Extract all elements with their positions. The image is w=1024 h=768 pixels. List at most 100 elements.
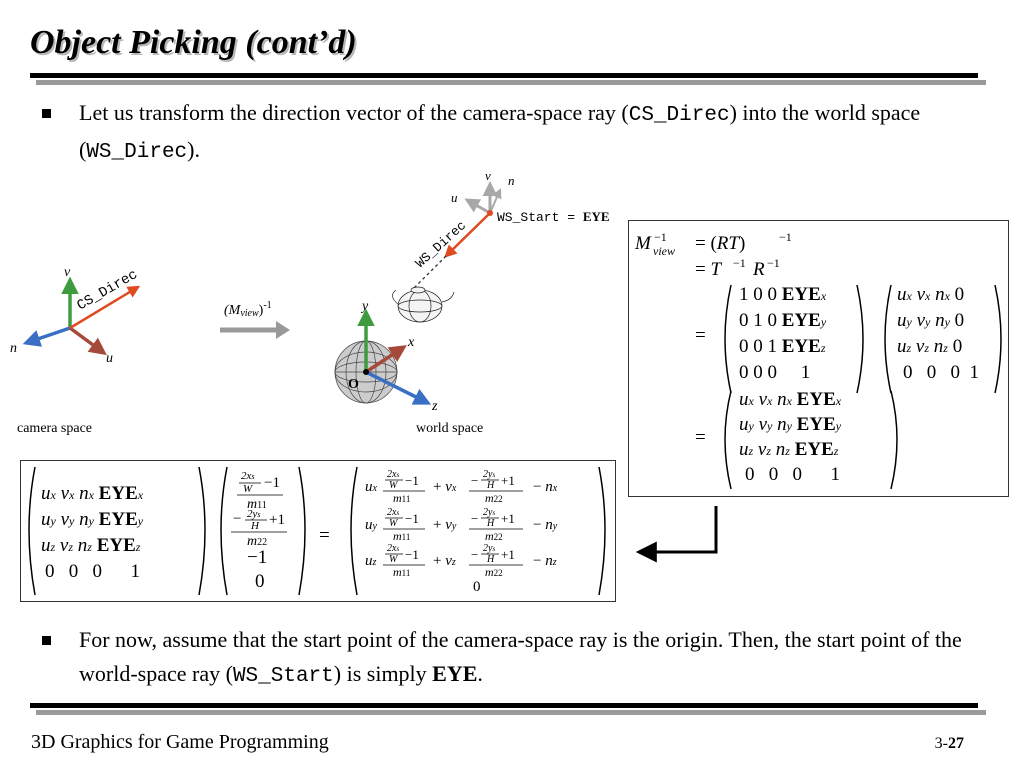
- svg-text:2ys: 2ys: [483, 469, 495, 480]
- transform-label: (Mview)-1: [224, 300, 272, 319]
- svg-text:− ny: − ny: [533, 517, 558, 533]
- svg-text:2xs: 2xs: [387, 507, 399, 518]
- svg-text:1 0 0 EYEx: 1 0 0 EYEx: [739, 284, 827, 305]
- camera-v-label: v: [64, 265, 71, 280]
- svg-text:uz vz nz EYEz: uz vz nz EYEz: [41, 535, 141, 556]
- ws-direc-label: WS_Direc: [413, 218, 469, 271]
- svg-text:+1: +1: [501, 473, 515, 488]
- svg-text:0 0 0 1: 0 0 0 1: [903, 362, 979, 383]
- svg-text:2ys: 2ys: [483, 543, 495, 554]
- svg-text:view: view: [653, 244, 675, 258]
- svg-text:uy: uy: [365, 517, 378, 533]
- svg-text:− nz: − nz: [533, 553, 557, 569]
- direction-transform-equation-box: ux vx nx EYEx uy vy ny EYEy uz vz nz EYE…: [20, 460, 616, 602]
- svg-text:m11: m11: [247, 497, 267, 512]
- svg-text:W: W: [243, 483, 253, 495]
- direction-transform-equation: ux vx nx EYEx uy vy ny EYEy uz vz nz EYE…: [28, 466, 606, 596]
- svg-text:−1: −1: [264, 475, 280, 491]
- svg-text:0 0 0 1: 0 0 0 1: [739, 362, 810, 383]
- svg-text:ux vx nx EYEx: ux vx nx EYEx: [739, 389, 842, 410]
- svg-text:H: H: [486, 480, 495, 491]
- svg-text:−: −: [471, 547, 478, 562]
- svg-text:−1: −1: [405, 547, 419, 562]
- svg-text:2ys: 2ys: [247, 508, 261, 520]
- svg-text:m22: m22: [485, 565, 503, 579]
- cs-direc-code: CS_Direc: [628, 104, 730, 127]
- bullet-text: For now, assume that the start point of …: [79, 627, 962, 688]
- svg-text:m11: m11: [393, 529, 410, 543]
- svg-text:uz: uz: [365, 553, 377, 569]
- svg-text:W: W: [389, 518, 399, 529]
- svg-text:−1: −1: [779, 230, 792, 244]
- svg-text:−: −: [471, 511, 478, 526]
- bullet-text: Let us transform the direction vector of…: [79, 100, 921, 164]
- page-number: 3-27: [934, 735, 964, 752]
- svg-text:− nx: − nx: [533, 479, 558, 495]
- svg-text:−: −: [233, 511, 241, 527]
- svg-text:−1: −1: [654, 230, 667, 244]
- svg-text:−1: −1: [767, 256, 780, 270]
- world-x-axis: [365, 345, 407, 374]
- svg-text:2xs: 2xs: [241, 470, 255, 482]
- camera-n-axis: [22, 326, 71, 347]
- svg-text:H: H: [486, 518, 495, 529]
- svg-text:m11: m11: [393, 565, 410, 579]
- svg-text:0 0 0 1: 0 0 0 1: [45, 561, 140, 582]
- ray-extension: [413, 255, 447, 289]
- eye-u-axis: [464, 198, 491, 215]
- ws-direc-ray: [444, 212, 491, 258]
- svg-text:m22: m22: [247, 534, 267, 549]
- svg-text:uz vz nz 0: uz vz nz 0: [897, 336, 962, 357]
- slide-title: Object Picking (cont’d): [30, 24, 357, 61]
- world-space-axes: y x z O v n u WS_Start = EYE WS_Direc wo…: [334, 168, 610, 436]
- camera-u-axis: [68, 326, 107, 356]
- svg-text:=: =: [319, 525, 330, 546]
- bullet-start-point: For now, assume that the start point of …: [42, 623, 982, 694]
- svg-text:2xs: 2xs: [387, 543, 399, 554]
- teapot-object: [392, 286, 455, 323]
- inverse-view-equation-box: M −1 view = (RT) −1 = T −1 R −1 = 1 0 0 …: [628, 220, 1009, 497]
- svg-text:m22: m22: [485, 529, 503, 543]
- svg-text:+ vy: + vy: [433, 517, 457, 533]
- transform-arrow: (Mview)-1: [220, 300, 290, 339]
- world-z-axis: [365, 370, 432, 405]
- svg-text:m22: m22: [485, 491, 503, 505]
- svg-text:+1: +1: [269, 512, 285, 528]
- svg-text:0 0 0 1: 0 0 0 1: [745, 464, 840, 485]
- svg-text:ux vx nx EYEx: ux vx nx EYEx: [41, 483, 144, 504]
- svg-text:−: −: [471, 473, 478, 488]
- svg-text:0 0 1 EYEz: 0 0 1 EYEz: [739, 336, 826, 357]
- svg-text:0 1 0 EYEy: 0 1 0 EYEy: [739, 310, 827, 331]
- svg-text:+ vz: + vz: [433, 553, 456, 569]
- title-rule: [30, 73, 978, 78]
- ws-start-code: WS_Start: [232, 665, 334, 688]
- svg-text:uy vy ny 0: uy vy ny 0: [897, 310, 964, 331]
- camera-n-label: n: [10, 341, 17, 356]
- eye-n-axis: [489, 188, 502, 214]
- svg-text:W: W: [389, 554, 399, 565]
- svg-text:uy vy ny EYEy: uy vy ny EYEy: [739, 414, 842, 435]
- svg-text:2ys: 2ys: [483, 507, 495, 518]
- footer-rule: [30, 703, 978, 708]
- world-x-label: x: [407, 335, 415, 350]
- svg-text:ux vx nx 0: ux vx nx 0: [897, 284, 964, 305]
- svg-text:= (RT): = (RT): [695, 233, 745, 254]
- svg-text:M: M: [634, 233, 652, 254]
- bullet-marker: [42, 636, 51, 645]
- svg-text:=: =: [695, 427, 706, 448]
- svg-text:−1: −1: [405, 511, 419, 526]
- svg-text:−1: −1: [247, 547, 267, 568]
- bullet-transform-direction: Let us transform the direction vector of…: [42, 96, 982, 170]
- svg-text:ux: ux: [365, 479, 378, 495]
- svg-text:2xs: 2xs: [387, 469, 399, 480]
- course-title: 3D Graphics for Game Programming: [31, 731, 329, 753]
- camera-space-axes: v n u CS_Direc camera space: [10, 265, 141, 436]
- world-origin-label: O: [348, 377, 359, 392]
- connector-arrow: [635, 506, 718, 563]
- svg-text:+ vx: + vx: [433, 479, 457, 495]
- world-z-label: z: [431, 399, 438, 414]
- svg-text:uz vz nz EYEz: uz vz nz EYEz: [739, 439, 839, 460]
- cs-direc-ray: [69, 285, 141, 330]
- eye-term: EYE: [432, 661, 478, 686]
- svg-text:−1: −1: [733, 256, 746, 270]
